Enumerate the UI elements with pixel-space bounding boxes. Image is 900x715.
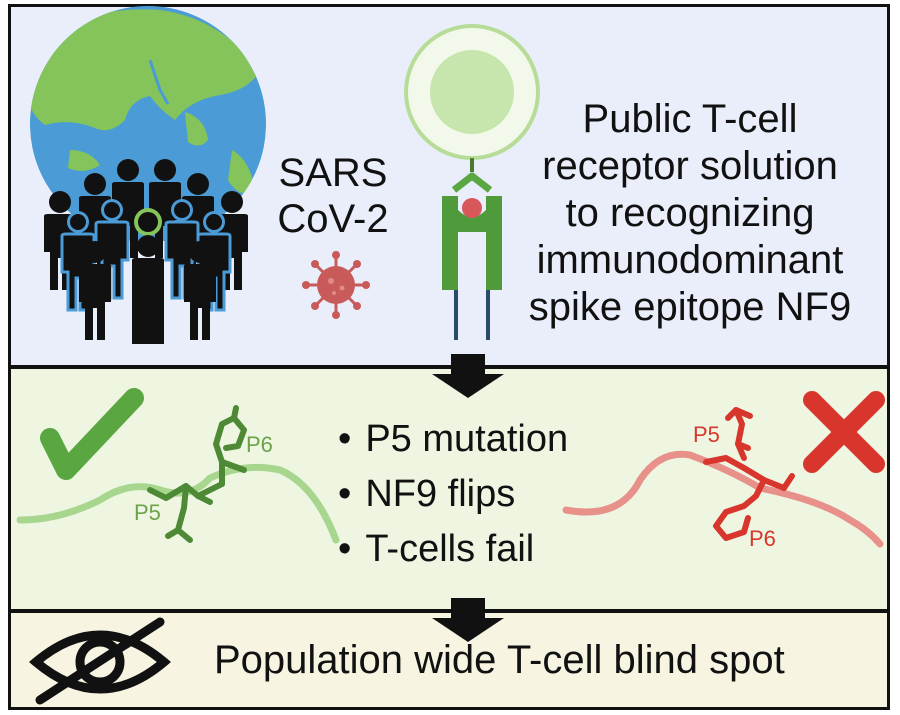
bullet-item: P5 mutation [338,412,568,467]
tcr-description-line: spike epitope NF9 [528,285,852,329]
eye-slash-icon [29,617,171,705]
tcr-description-line: Public T-cell [582,97,798,141]
conclusion-text: Population wide T-cell blind spot [214,638,785,682]
cross-mark-icon [803,391,885,473]
crowd-icon [44,159,248,344]
left-p6-label: P6 [246,432,273,457]
virus-name-line: CoV-2 [277,197,389,241]
tcr-description-line: to recognizing [565,191,815,235]
left-p5-label: P5 [134,500,161,525]
virus-icon [302,251,370,319]
check-mark-icon [40,388,144,480]
virus-name-line: SARS [278,151,388,195]
virus-name-label: SARS CoV-2 [258,150,408,242]
peptide-structure-icon [16,405,340,544]
bullet-item: NF9 flips [338,467,568,522]
peptide-structure-icon [562,407,884,548]
right-p5-label: P5 [693,422,720,447]
tcr-description-line: receptor solution [542,144,838,188]
bullet-item: T-cells fail [338,522,568,577]
tcr-description: Public T-cell receptor solution to recog… [504,96,876,331]
tcr-description-line: immunodominant [536,238,844,282]
arrow-down-icon [432,598,504,642]
right-p6-label: P6 [749,526,776,551]
mechanism-bullets: P5 mutation NF9 flips T-cells fail [338,412,568,577]
t-cell-icon [404,24,540,172]
tcr-receptor-icon [442,172,502,340]
arrow-down-icon [432,354,504,398]
